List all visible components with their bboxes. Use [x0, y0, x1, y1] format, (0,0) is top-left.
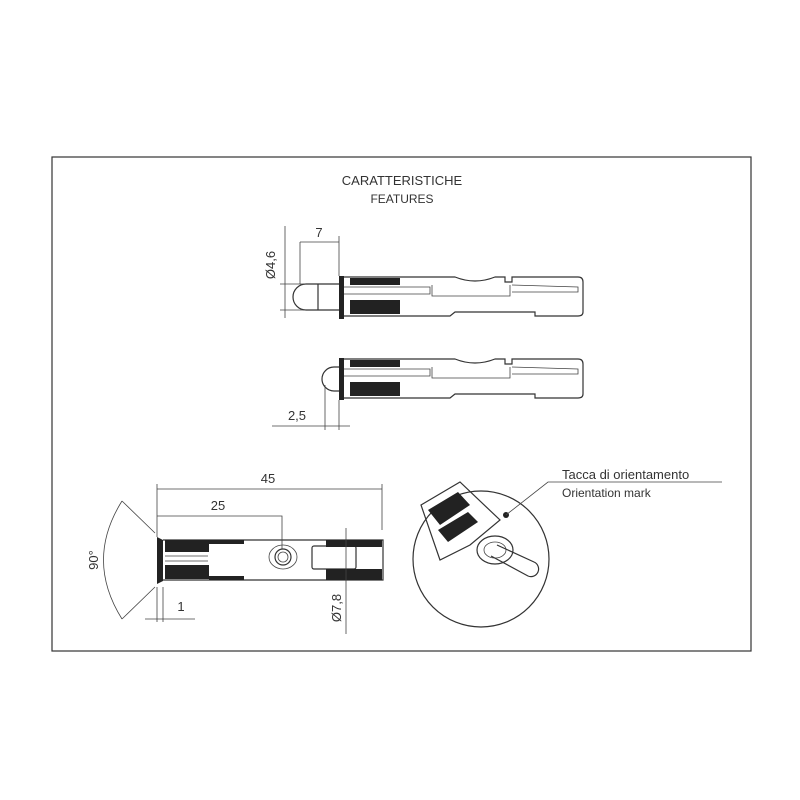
title-italian: CARATTERISTICHE	[342, 173, 463, 188]
dim-retracted-offset: 2,5	[272, 385, 350, 430]
dim-tip-length: 7	[299, 225, 340, 284]
dim-head-angle: 90°	[86, 500, 156, 620]
title-english: FEATURES	[370, 192, 433, 206]
svg-text:7: 7	[315, 225, 322, 240]
dim-body-diameter: Ø7,8	[329, 528, 347, 634]
push-latch-retracted	[321, 358, 584, 400]
svg-text:Ø4,6: Ø4,6	[263, 251, 278, 279]
svg-text:Ø7,8: Ø7,8	[329, 594, 344, 622]
svg-text:90°: 90°	[86, 550, 101, 570]
svg-text:2,5: 2,5	[288, 408, 306, 423]
dim-total-length: 45	[156, 471, 383, 537]
push-latch-extended	[292, 276, 584, 319]
drawing-frame	[51, 156, 752, 652]
orientation-mark-detail	[412, 481, 550, 628]
dim-mark-position: 25	[157, 498, 283, 549]
svg-text:Orientation mark: Orientation mark	[562, 486, 652, 500]
push-latch-top-view	[157, 537, 384, 584]
dim-flange-thickness: 1	[145, 587, 195, 622]
dim-tip-diameter: Ø4,6	[263, 226, 306, 318]
svg-text:Tacca di orientamento: Tacca di orientamento	[562, 467, 689, 482]
svg-text:1: 1	[177, 599, 184, 614]
orientation-mark-callout: Tacca di orientamento Orientation mark	[505, 467, 722, 516]
svg-text:45: 45	[261, 471, 275, 486]
svg-text:25: 25	[211, 498, 225, 513]
